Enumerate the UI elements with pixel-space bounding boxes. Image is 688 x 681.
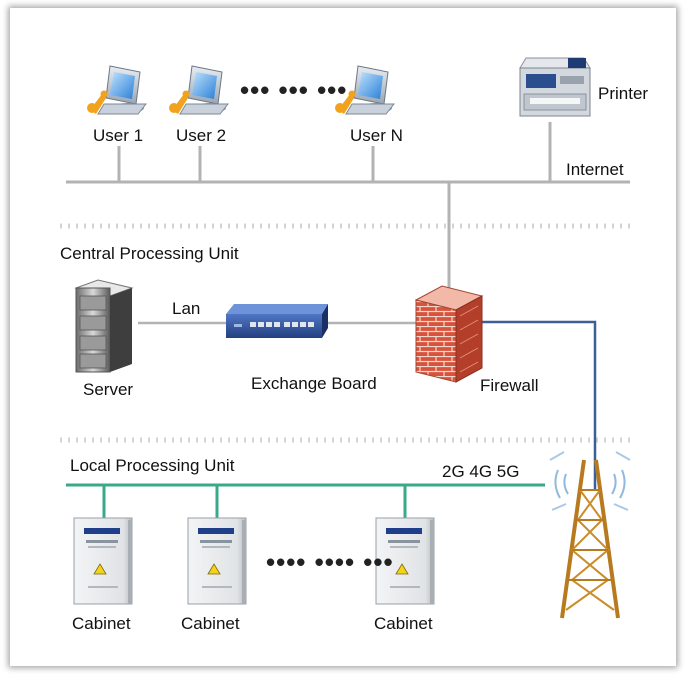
internet-label: Internet	[566, 160, 624, 179]
local-processing-unit-label: Local Processing Unit	[70, 456, 235, 475]
lan-label: Lan	[172, 299, 201, 318]
cabinet-3-label: Cabinet	[374, 614, 433, 633]
computer-icon	[87, 65, 148, 115]
exchange-board-label: Exchange Board	[251, 374, 377, 393]
cabinet-icon	[375, 517, 435, 605]
user-2-label: User 2	[176, 126, 227, 145]
cabinet-icon	[73, 517, 133, 605]
printer-icon	[519, 57, 591, 117]
computer-icon	[335, 65, 396, 115]
cell-tower-icon	[549, 451, 631, 619]
server-icon	[74, 279, 134, 373]
firewall-icon	[414, 285, 484, 383]
local-bus	[66, 483, 545, 518]
wireless-link-line	[480, 320, 597, 490]
central-processing-unit-label: Central Processing Unit	[60, 244, 239, 263]
cabinet-icon	[187, 517, 247, 605]
printer-label: Printer	[598, 84, 649, 103]
firewall-label: Firewall	[480, 376, 539, 395]
cabinet-1-label: Cabinet	[72, 614, 131, 633]
network-generations-label: 2G 4G 5G	[442, 462, 520, 481]
cabinet-2-label: Cabinet	[181, 614, 240, 633]
user-n-label: User N	[350, 126, 403, 145]
users-ellipsis: ••• ••• •••	[240, 75, 348, 105]
user-1-label: User 1	[93, 126, 144, 145]
switch-icon	[226, 304, 328, 338]
internet-bus	[66, 122, 630, 292]
computer-icon	[169, 65, 230, 115]
server-label: Server	[83, 380, 134, 399]
cabinets-ellipsis: •••• •••• •••	[266, 547, 394, 577]
